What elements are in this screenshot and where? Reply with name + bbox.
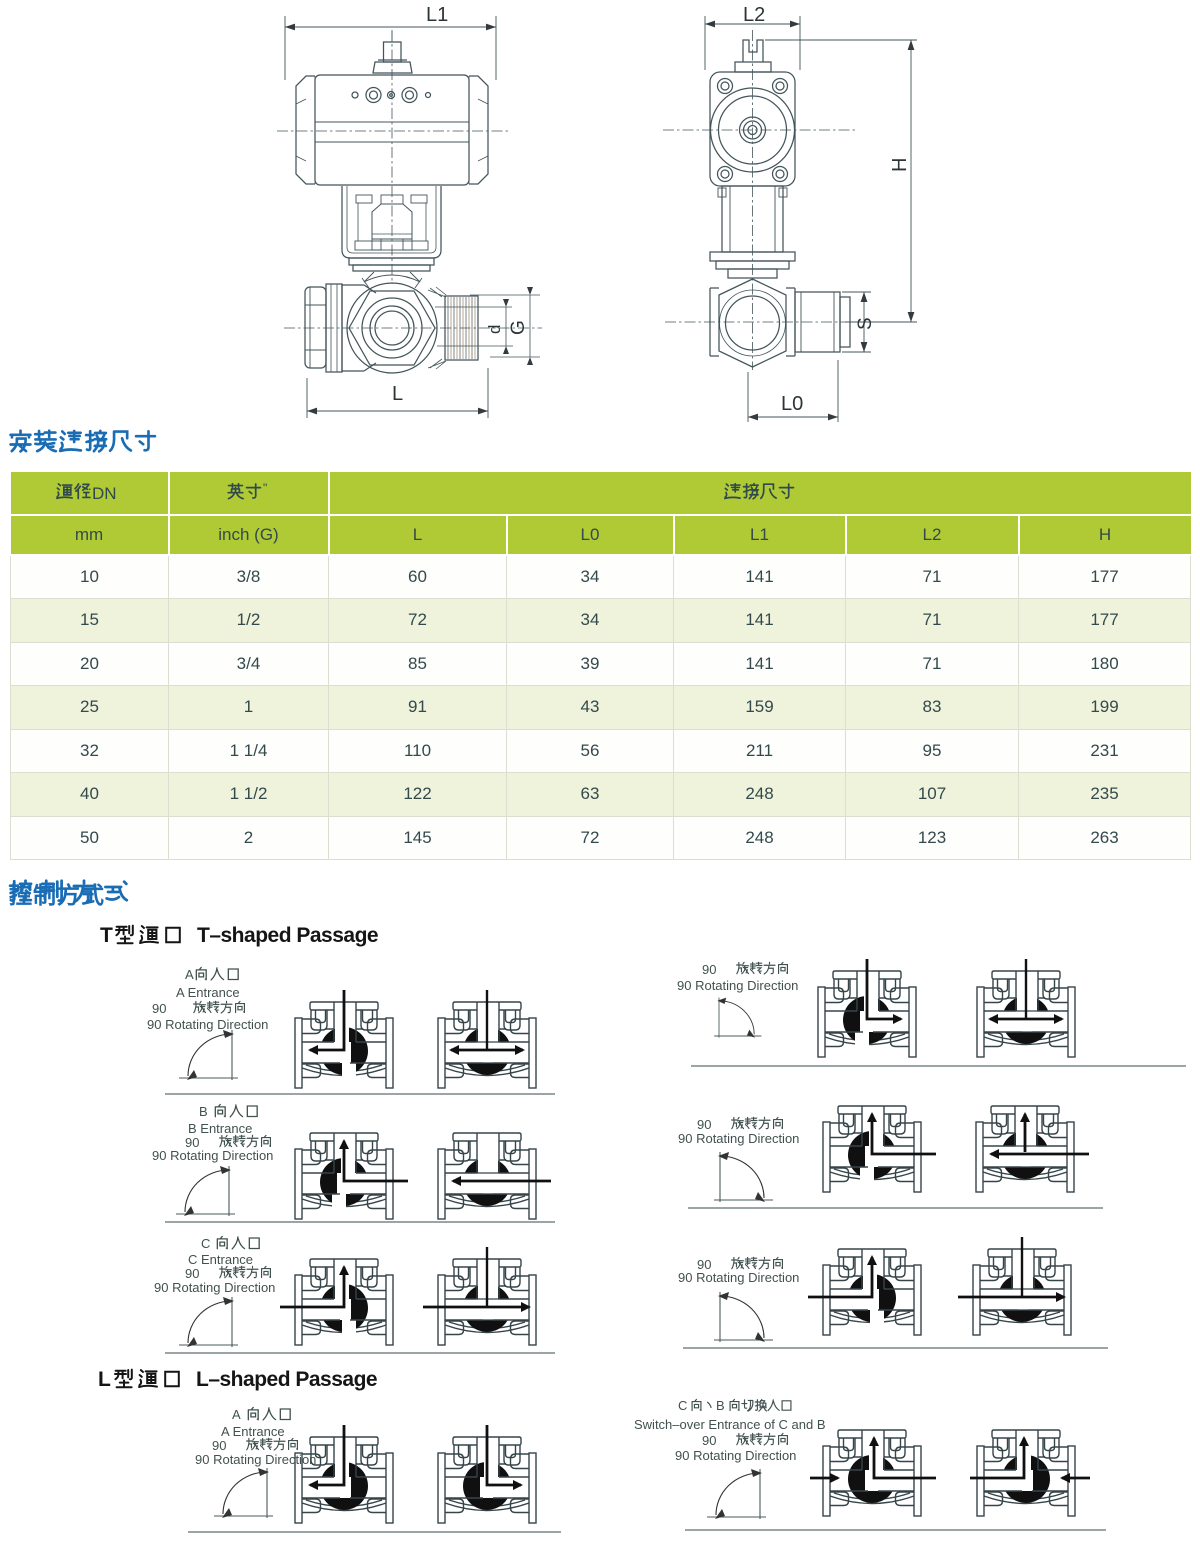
svg-text:L2: L2 xyxy=(743,4,765,26)
svg-text:90: 90 xyxy=(702,1433,716,1448)
svg-text:90: 90 xyxy=(185,1266,199,1281)
svg-text:L1: L1 xyxy=(426,4,448,26)
svg-text:H: H xyxy=(889,158,911,172)
svg-text:90 Rotating Direction: 90 Rotating Direction xyxy=(677,978,798,993)
svg-text:90 Rotating Direction: 90 Rotating Direction xyxy=(147,1017,268,1032)
svg-text:Switch–over Entrance of C and: Switch–over Entrance of C and B xyxy=(634,1417,826,1432)
svg-text:L: L xyxy=(392,383,403,405)
svg-text:DN: DN xyxy=(92,484,117,503)
svg-text:90: 90 xyxy=(702,962,716,977)
svg-text:B: B xyxy=(716,1398,725,1413)
svg-text:L: L xyxy=(98,1368,111,1391)
svg-text:A Entrance: A Entrance xyxy=(221,1424,285,1439)
svg-text:L–shaped Passage: L–shaped Passage xyxy=(196,1368,377,1391)
svg-text:B: B xyxy=(199,1104,208,1119)
svg-text:A: A xyxy=(185,967,194,982)
svg-text:T–shaped Passage: T–shaped Passage xyxy=(197,924,378,947)
svg-text:G: G xyxy=(508,320,529,335)
svg-text:90 Rotating Direction: 90 Rotating Direction xyxy=(678,1270,799,1285)
svg-text:90 Rotating Direction: 90 Rotating Direction xyxy=(154,1280,275,1295)
svg-text:C: C xyxy=(678,1398,687,1413)
svg-text:d: d xyxy=(485,325,504,334)
svg-text:L0: L0 xyxy=(781,393,803,415)
svg-text:90: 90 xyxy=(697,1257,711,1272)
svg-text:90 Rotating Direction: 90 Rotating Direction xyxy=(195,1452,316,1467)
svg-text:90: 90 xyxy=(212,1438,226,1453)
svg-text:90: 90 xyxy=(152,1001,166,1016)
svg-text:90: 90 xyxy=(697,1117,711,1132)
svg-text:T: T xyxy=(100,924,113,947)
svg-text:A: A xyxy=(232,1407,241,1422)
svg-text:90 Rotating Direction: 90 Rotating Direction xyxy=(678,1131,799,1146)
svg-text:90 Rotating Direction: 90 Rotating Direction xyxy=(152,1148,273,1163)
svg-text:": " xyxy=(263,481,267,495)
svg-text:90: 90 xyxy=(185,1135,199,1150)
svg-text:A Entrance: A Entrance xyxy=(176,985,240,1000)
svg-text:90 Rotating Direction: 90 Rotating Direction xyxy=(675,1448,796,1463)
svg-text:C: C xyxy=(201,1236,210,1251)
svg-text:S: S xyxy=(855,317,876,330)
svg-text:B Entrance: B Entrance xyxy=(188,1121,252,1136)
svg-text:C Entrance: C Entrance xyxy=(188,1252,253,1267)
